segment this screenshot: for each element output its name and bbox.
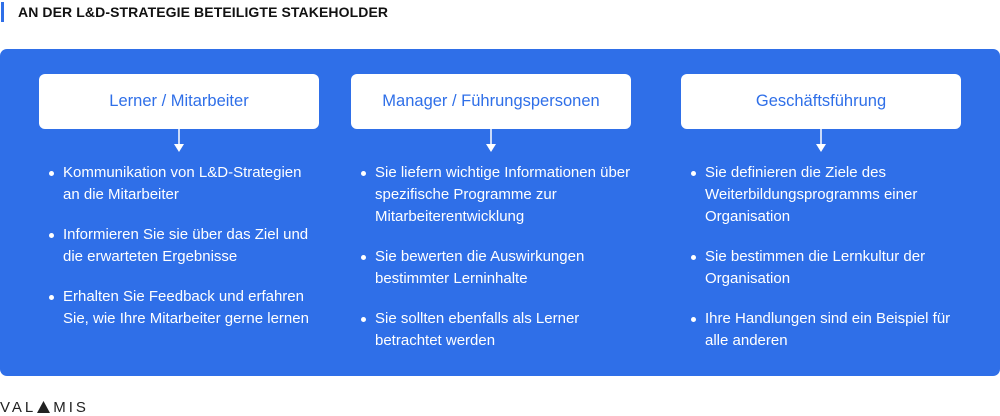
stakeholder-box-managers: Manager / Führungspersonen	[351, 74, 631, 129]
triangle-a-logo-icon	[37, 401, 51, 413]
list-item: Sie liefern wichtige Informationen über …	[361, 162, 631, 228]
list-item: Sie definieren die Ziele des Weiterbildu…	[691, 162, 961, 228]
stakeholder-box-learners: Lerner / Mitarbeiter	[39, 74, 319, 129]
bullet-list: Sie liefern wichtige Informationen über …	[361, 162, 631, 370]
stakeholder-column-management: Geschäftsführung Sie definieren die Ziel…	[681, 74, 961, 349]
stakeholder-box-management: Geschäftsführung	[681, 74, 961, 129]
stakeholder-column-managers: Manager / Führungspersonen Sie liefern w…	[351, 74, 631, 349]
arrow-down-icon	[486, 129, 496, 152]
list-item: Sie sollten ebenfalls als Lerner betrach…	[361, 308, 631, 352]
list-item: Kommunikation von L&D-Strategien an die …	[49, 162, 319, 206]
logo-text-start: VAL	[0, 398, 37, 416]
bullet-list: Kommunikation von L&D-Strategien an die …	[49, 162, 319, 348]
list-item: Erhalten Sie Feedback und erfahren Sie, …	[49, 286, 319, 330]
bullet-list: Sie definieren die Ziele des Weiterbildu…	[691, 162, 961, 370]
arrow-down-icon	[174, 129, 184, 152]
stakeholder-column-learners: Lerner / Mitarbeiter Kommunikation von L…	[39, 74, 319, 327]
list-item: Informieren Sie sie über das Ziel und di…	[49, 224, 319, 268]
page-title: AN DER L&D-STRATEGIE BETEILIGTE STAKEHOL…	[18, 4, 389, 20]
list-item: Ihre Handlungen sind ein Beispiel für al…	[691, 308, 961, 352]
arrow-down-icon	[816, 129, 826, 152]
valamis-logo: VAL MIS	[0, 398, 89, 416]
stakeholder-panel: Lerner / Mitarbeiter Kommunikation von L…	[0, 49, 1000, 376]
list-item: Sie bewerten die Auswirkungen bestimmter…	[361, 246, 631, 290]
header-accent-bar	[1, 2, 4, 22]
logo-text-end: MIS	[53, 398, 89, 416]
header: AN DER L&D-STRATEGIE BETEILIGTE STAKEHOL…	[0, 0, 388, 24]
list-item: Sie bestimmen die Lernkultur der Organis…	[691, 246, 961, 290]
